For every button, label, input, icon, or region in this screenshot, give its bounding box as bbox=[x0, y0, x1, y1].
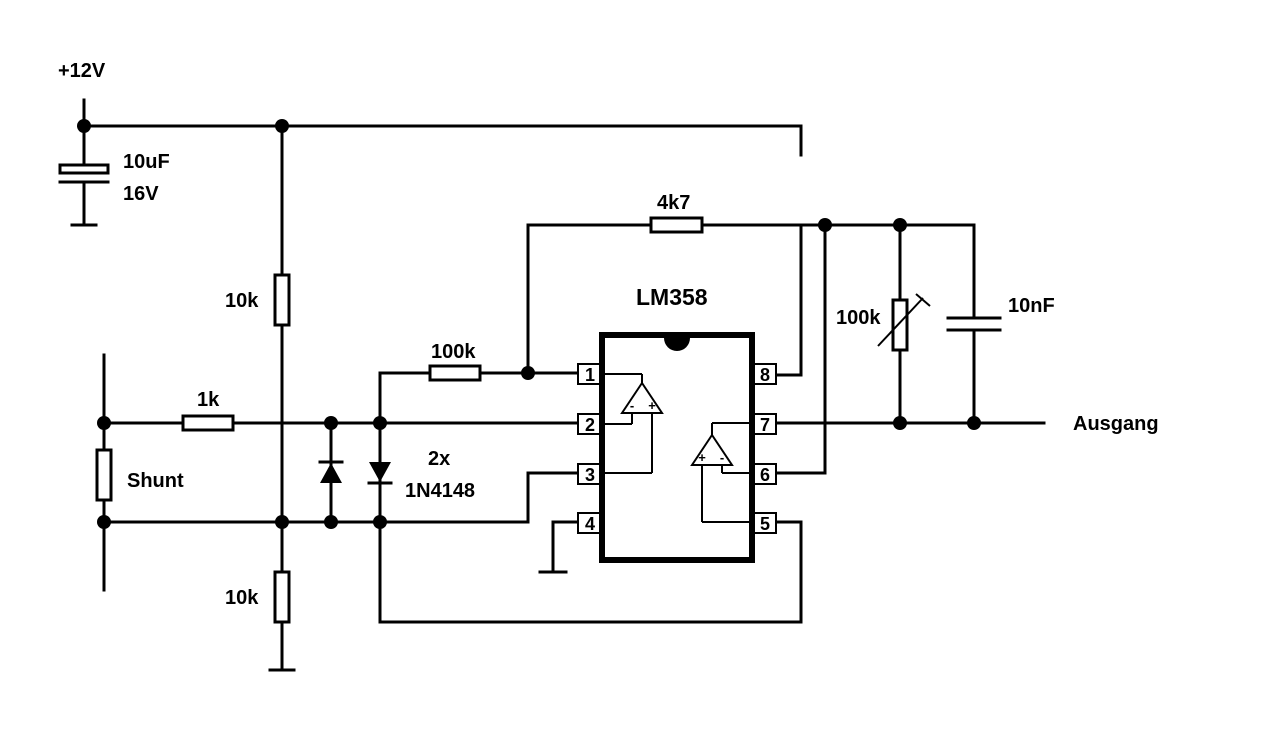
resistor-4k7 bbox=[649, 216, 704, 234]
pin-1-number: 1 bbox=[585, 365, 595, 385]
lm358-chip bbox=[599, 332, 755, 563]
r-100k-label: 100k bbox=[431, 341, 476, 363]
opamp-b-plus: + bbox=[698, 450, 706, 465]
diode-1 bbox=[318, 460, 344, 483]
resistor-100k bbox=[428, 364, 482, 382]
cap-out-label: 10nF bbox=[1008, 295, 1055, 317]
pin-3-number: 3 bbox=[585, 465, 595, 485]
output-label: Ausgang bbox=[1073, 413, 1159, 435]
capacitor-10nf bbox=[946, 316, 1002, 332]
r-input-label: 1k bbox=[197, 389, 220, 411]
junctions bbox=[77, 119, 981, 529]
opamp-a-plus: + bbox=[648, 398, 656, 413]
ic-pins bbox=[577, 363, 777, 534]
capacitor-10uf bbox=[58, 163, 110, 184]
diode-2 bbox=[367, 462, 393, 485]
pin-8-number: 8 bbox=[760, 365, 770, 385]
r-top-label: 10k bbox=[225, 290, 259, 312]
cap-value-label: 10uF bbox=[123, 151, 170, 173]
pin-2-number: 2 bbox=[585, 415, 595, 435]
shunt-resistor bbox=[95, 448, 113, 502]
resistor-10k-bottom bbox=[273, 570, 291, 624]
r-feedback-label: 4k7 bbox=[657, 192, 690, 214]
potentiometer-100k bbox=[877, 293, 931, 352]
pin-5-number: 5 bbox=[760, 514, 770, 534]
resistor-1k bbox=[181, 414, 235, 432]
diode-type-label: 1N4148 bbox=[405, 480, 475, 502]
wires bbox=[70, 98, 1046, 672]
diode-count-label: 2x bbox=[428, 448, 450, 470]
opamp-b-minus: - bbox=[720, 450, 724, 465]
pin-4-number: 4 bbox=[585, 514, 595, 534]
shunt-label: Shunt bbox=[127, 470, 184, 492]
opamp-a-symbol bbox=[600, 373, 664, 474]
opamp-a-minus: - bbox=[630, 398, 634, 413]
pot-label: 100k bbox=[836, 307, 881, 329]
cap-voltage-label: 16V bbox=[123, 183, 159, 205]
supply-label: +12V bbox=[58, 60, 106, 82]
opamp-b-symbol bbox=[690, 422, 754, 523]
ic-label: LM358 bbox=[636, 284, 708, 310]
r-bottom-label: 10k bbox=[225, 587, 259, 609]
pin-7-number: 7 bbox=[760, 415, 770, 435]
pin-6-number: 6 bbox=[760, 465, 770, 485]
resistor-10k-top bbox=[273, 273, 291, 327]
